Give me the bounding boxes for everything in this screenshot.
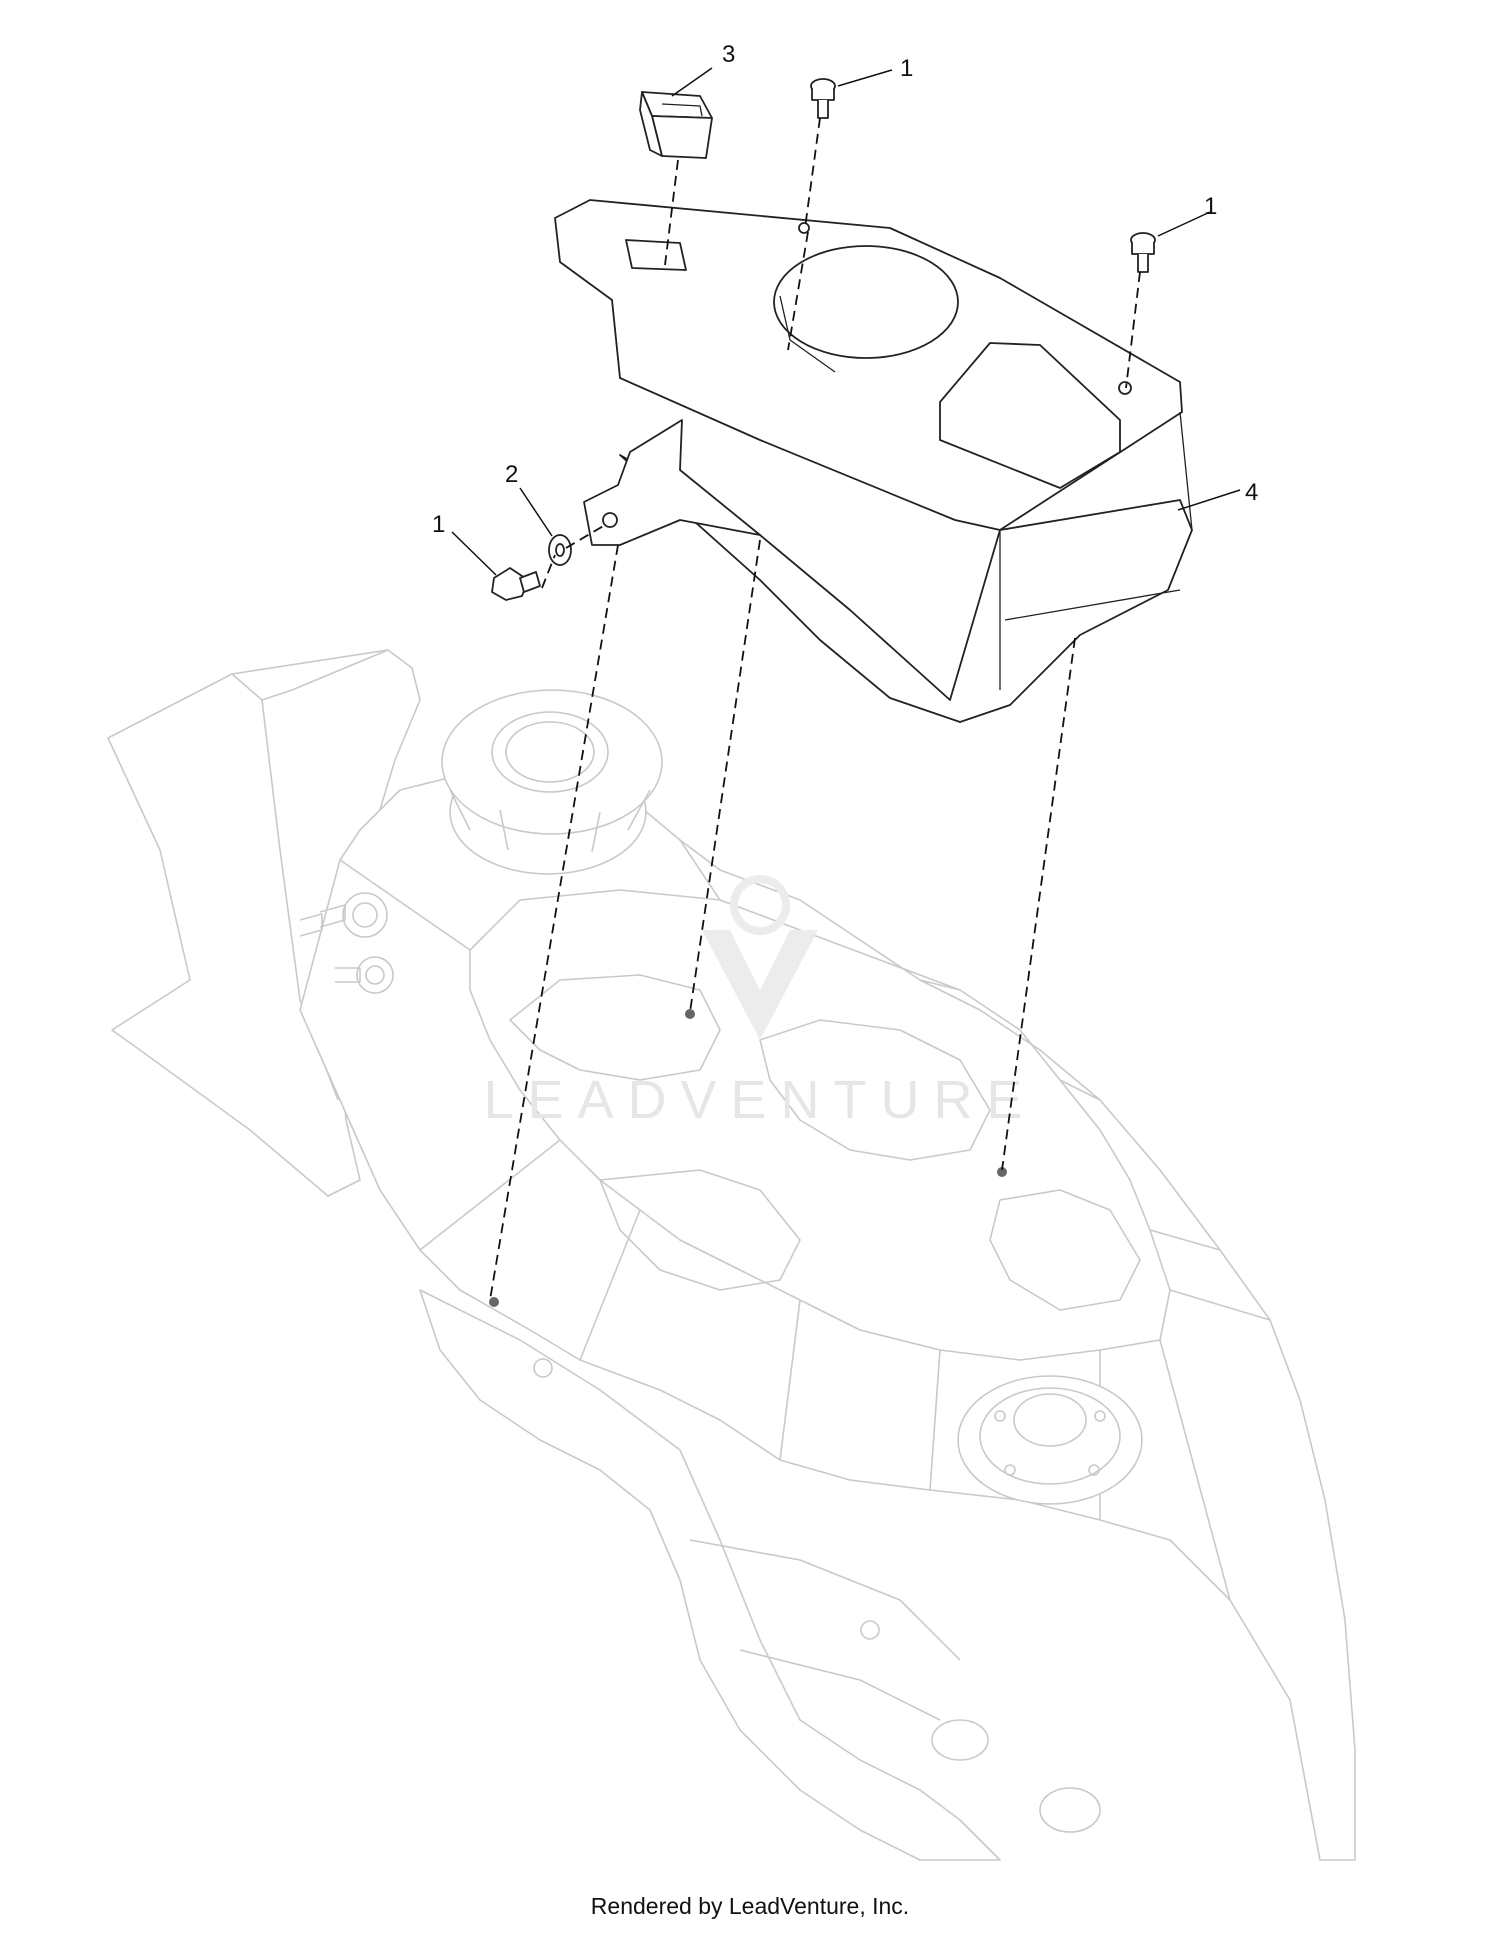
watermark-text: LEADVENTURE xyxy=(483,1070,1036,1130)
cover-side-flange xyxy=(583,419,761,546)
callout-3: 3 xyxy=(722,41,735,68)
cover-hole-flange xyxy=(602,512,618,528)
watermark: LEADVENTURE xyxy=(483,875,1036,1130)
assembly-lines xyxy=(489,117,1141,1301)
part-1-screw-left xyxy=(491,567,541,601)
callout-2: 2 xyxy=(505,461,518,488)
part-1-screw-right xyxy=(1130,232,1156,273)
callout-1-right: 1 xyxy=(1204,193,1217,220)
cover-switch-slot xyxy=(625,239,687,271)
leader-lines xyxy=(451,67,1241,576)
cover-front-face xyxy=(619,454,1193,723)
part-2-washer xyxy=(548,534,572,566)
render-credit: Rendered by LeadVenture, Inc. xyxy=(590,1893,910,1919)
part-3-switch xyxy=(639,91,713,159)
cover-square-opening xyxy=(939,342,1121,489)
fuel-tank-body xyxy=(299,759,1356,1861)
cover-gauge-opening xyxy=(773,245,959,359)
fuel-tank-assembly-ghost xyxy=(107,649,1356,1861)
fuel-sender-ring xyxy=(957,1375,1143,1505)
cover-hole-right xyxy=(1118,381,1132,395)
tank-inner-recess xyxy=(469,889,1171,1361)
callout-1-left: 1 xyxy=(432,511,445,538)
tank-mount-hole-left xyxy=(489,1297,499,1307)
fuel-cap xyxy=(441,689,663,875)
part-1-screw-top xyxy=(810,78,836,119)
tank-mount-hole-right xyxy=(997,1167,1007,1177)
callout-4: 4 xyxy=(1245,479,1258,506)
part-4-console-cover xyxy=(554,199,1193,723)
cover-hole-top xyxy=(798,222,810,234)
tank-mount-hole-center xyxy=(685,1009,695,1019)
callout-1-top: 1 xyxy=(900,55,913,82)
vent-fittings xyxy=(299,892,394,994)
lower-skid-panel xyxy=(419,1289,1001,1861)
callouts: 3 1 1 2 1 4 xyxy=(432,41,1258,538)
